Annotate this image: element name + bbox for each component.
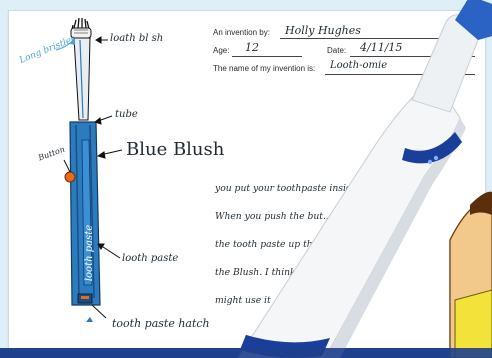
description-line: the tooth paste up the ... into [215,238,492,252]
description-line: you put your toothpaste inside ... and [215,182,492,196]
bottom-band [0,348,492,358]
description-line: When you push the but... presses [215,210,492,224]
brush-head-label: loath bl sh [110,34,163,44]
blue-brush-label: Blue Blush [126,139,224,160]
description-line: might use it [215,294,492,308]
tooth-paste-side-label: looth paste [122,254,178,264]
description-text: you put your toothpaste inside ... and W… [215,168,492,322]
tube-label: tube [115,110,138,120]
tooth-paste-vertical-label: looth paste [85,225,95,281]
hatch-label: tooth paste hatch [112,318,210,329]
description-line: the Blush. I think pro... brush [215,266,492,280]
